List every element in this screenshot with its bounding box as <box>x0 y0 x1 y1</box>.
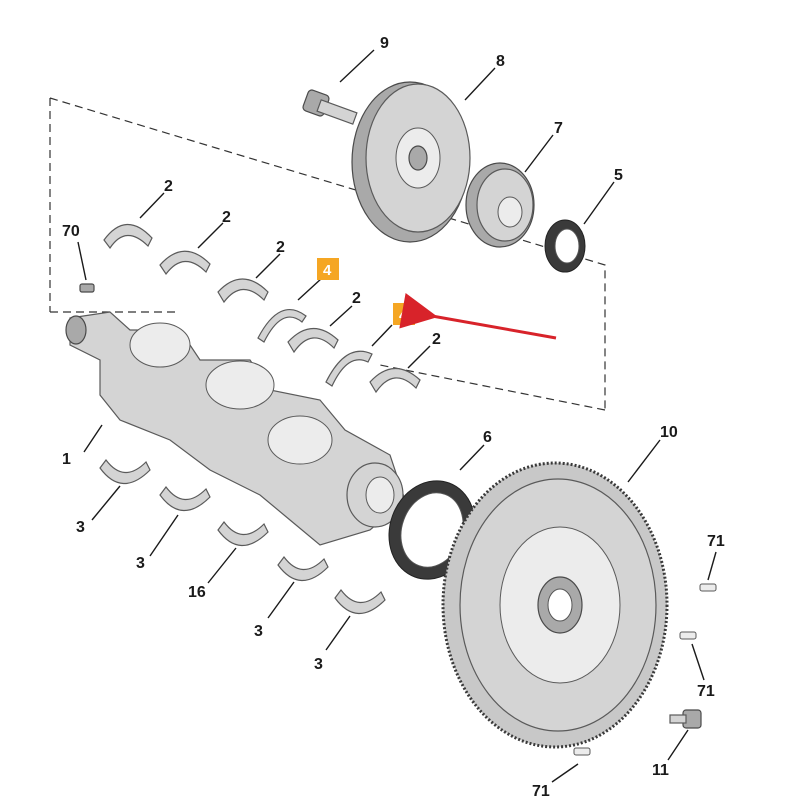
callout-5: 5 <box>614 167 623 184</box>
dowel-pin-1 <box>699 583 717 592</box>
upper-bearing-shell-3 <box>217 278 269 304</box>
upper-bearing-shell-5 <box>369 367 421 394</box>
callout-2-second: 2 <box>222 209 231 226</box>
callout-3-first: 3 <box>76 519 85 536</box>
callout-2-first: 2 <box>164 178 173 195</box>
highlight-badge-4-upper: 4 <box>317 258 339 280</box>
lower-bearing-shell-3 <box>217 521 269 547</box>
assembly-boundary <box>49 97 606 411</box>
callout-6: 6 <box>483 429 492 446</box>
callout-11: 11 <box>652 762 669 779</box>
callout-7: 7 <box>554 120 563 137</box>
callout-10: 10 <box>660 424 678 441</box>
highlight-badge-4-lower: 4 <box>393 303 415 325</box>
callout-16: 16 <box>188 584 206 601</box>
thrust-washer-1 <box>257 308 307 343</box>
callout-3-second: 3 <box>136 555 145 572</box>
lower-bearing-shell-1 <box>99 459 151 485</box>
callout-71-first: 71 <box>707 533 725 550</box>
callout-2-third: 2 <box>276 239 285 256</box>
dowel-pin-2 <box>679 631 697 640</box>
upper-bearing-shell-4 <box>287 327 339 354</box>
upper-bearing-shell-2 <box>159 250 211 276</box>
lower-bearing-shell-5 <box>334 589 386 615</box>
timing-sprocket <box>465 162 535 248</box>
upper-bearing-shell-1 <box>103 223 153 250</box>
red-pointer-arrow <box>399 293 557 340</box>
callout-1: 1 <box>62 451 71 468</box>
callout-9: 9 <box>380 35 389 52</box>
lower-bearing-shell-4 <box>277 556 329 582</box>
thrust-washer-2 <box>325 350 373 387</box>
flywheel-bolt <box>669 709 702 729</box>
callout-2-fifth: 2 <box>432 331 441 348</box>
pulley-bolt <box>302 89 358 125</box>
callout-4-upper: 4 <box>323 262 332 279</box>
damper-pulley <box>351 81 471 243</box>
callout-70: 70 <box>62 223 80 240</box>
front-oil-seal <box>544 219 586 273</box>
callout-4-lower: 4 <box>399 307 408 324</box>
dowel-pin-3 <box>573 747 591 756</box>
crankshaft <box>65 311 406 546</box>
callout-71-third: 71 <box>532 783 550 800</box>
flywheel <box>441 461 669 749</box>
callout-2-fourth: 2 <box>352 290 361 307</box>
lower-bearing-shell-2 <box>159 486 211 512</box>
callout-3-third: 3 <box>254 623 263 640</box>
callout-8: 8 <box>496 53 505 70</box>
callout-71-second: 71 <box>697 683 715 700</box>
callout-3-fourth: 3 <box>314 656 323 673</box>
woodruff-key <box>79 283 95 293</box>
